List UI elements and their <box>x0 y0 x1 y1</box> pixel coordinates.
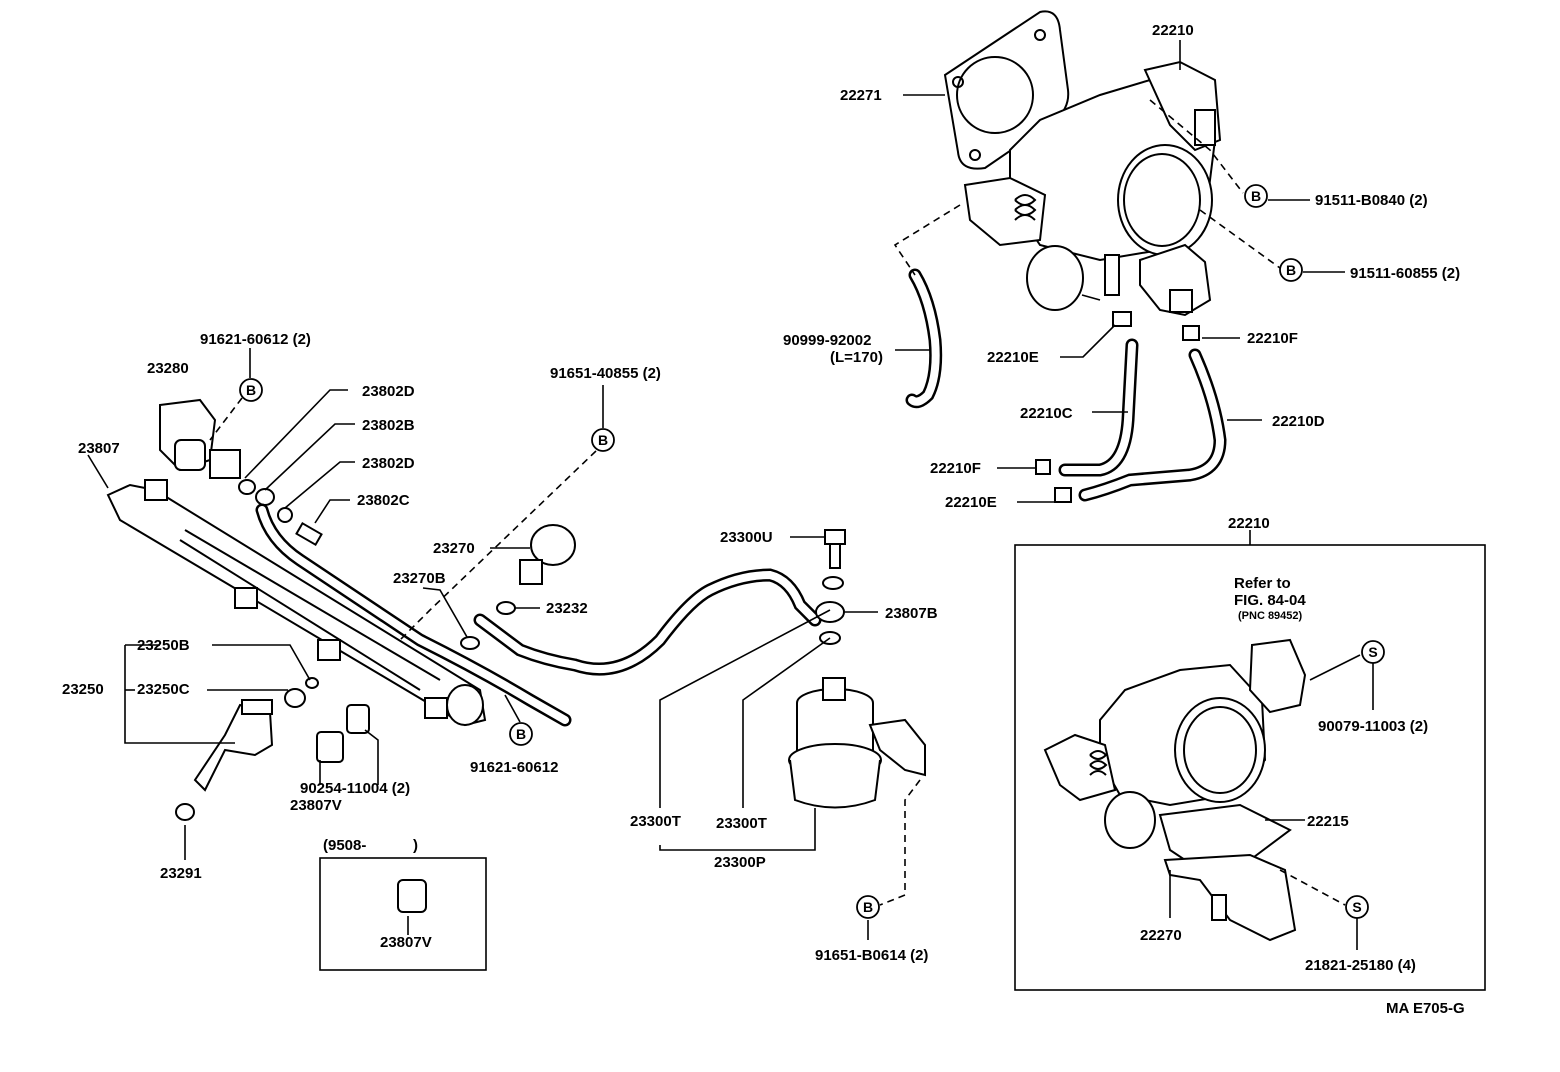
label-22270: 22270 <box>1140 927 1182 944</box>
label-23807b: 23807B <box>885 605 938 622</box>
label-23300t-b: 23300T <box>716 815 767 832</box>
svg-text:S: S <box>1368 644 1377 660</box>
collar-90254 <box>346 704 370 734</box>
label-91651-40855: 91651-40855 (2) <box>550 365 661 382</box>
label-22210e-b: 22210E <box>945 494 997 511</box>
label-22271: 22271 <box>840 87 882 104</box>
label-22210f-b: 22210F <box>930 460 981 477</box>
svg-text:B: B <box>863 899 873 915</box>
injector-23250 <box>193 703 274 792</box>
label-23291: 23291 <box>160 865 202 882</box>
oring-23802d-b <box>277 507 293 523</box>
label-22210-box: 22210 <box>1228 515 1270 532</box>
symbol-b-91511-b0840: B <box>1244 184 1268 208</box>
label-23802d-b: 23802D <box>362 455 415 472</box>
oring-23802b <box>255 488 275 506</box>
oring-23802d-a <box>238 479 256 495</box>
inset-box-9508 <box>319 857 487 971</box>
label-91511-b0840: 91511-B0840 (2) <box>1315 192 1428 209</box>
sensor-body <box>519 559 543 585</box>
label-21821-25180: 21821-25180 (4) <box>1305 957 1416 974</box>
label-23807: 23807 <box>78 440 120 457</box>
symbol-s-21821: S <box>1345 895 1369 919</box>
symbol-s-90079: S <box>1361 640 1385 664</box>
clamp-22210f-bottom <box>1035 459 1051 475</box>
inset-throttle-body <box>1043 638 1307 942</box>
label-22215: 22215 <box>1307 813 1349 830</box>
dashpot <box>1026 245 1084 311</box>
label-23250c: 23250C <box>137 681 190 698</box>
clamp-22210e-top <box>1112 311 1132 327</box>
sensor-23270 <box>530 524 576 566</box>
label-22210c: 22210C <box>1020 405 1073 422</box>
label-23802c: 23802C <box>357 492 410 509</box>
symbol-b-91651-b0614: B <box>856 895 880 919</box>
label-91621-bottom: 91621-60612 <box>470 759 558 776</box>
label-23802b: 23802B <box>362 417 415 434</box>
insulator-23807v <box>316 731 344 763</box>
iac-valve-22270 <box>1163 853 1297 942</box>
refer-line-1: Refer to <box>1234 575 1291 592</box>
bolt-23802c <box>295 521 323 547</box>
label-23270b: 23270B <box>393 570 446 587</box>
label-23300p: 23300P <box>714 854 766 871</box>
label-90999-92002: 90999-92002 <box>783 332 871 349</box>
svg-text:S: S <box>1352 899 1361 915</box>
throttle-bore <box>1117 144 1213 256</box>
label-23250b: 23250B <box>137 637 190 654</box>
label-22210e-a: 22210E <box>987 349 1039 366</box>
svg-text:B: B <box>246 382 256 398</box>
symbol-b-91621-top: B <box>239 378 263 402</box>
insulator-23807v-inset <box>397 879 427 913</box>
leader-lines <box>87 40 1374 950</box>
grommet-23250c <box>284 688 306 708</box>
refer-line-3: (PNC 89452) <box>1238 610 1303 622</box>
label-91651-b0614: 91651-B0614 (2) <box>815 947 928 964</box>
label-90079-11003: 90079-11003 (2) <box>1318 718 1428 735</box>
symbol-b-91511-60855: B <box>1279 258 1303 282</box>
label-22210-top: 22210 <box>1152 22 1194 39</box>
clamp-22210f-top <box>1182 325 1200 341</box>
svg-text:B: B <box>1286 262 1296 278</box>
svg-text:B: B <box>1251 188 1261 204</box>
svg-text:B: B <box>516 726 526 742</box>
label-23250: 23250 <box>62 681 104 698</box>
label-23280: 23280 <box>147 360 189 377</box>
label-22210d: 22210D <box>1272 413 1325 430</box>
label-9508-close: ) <box>413 837 418 854</box>
label-90999-length: (L=170) <box>830 349 883 366</box>
gasket-23232 <box>496 601 516 615</box>
fuel-delivery-pipe <box>106 479 487 727</box>
fuel-filter-23300 <box>788 677 926 809</box>
label-23300u: 23300U <box>720 529 773 546</box>
refer-line-2: FIG. 84-04 <box>1234 592 1306 609</box>
gasket-bore <box>956 56 1034 134</box>
seal-23291 <box>175 803 195 821</box>
label-90254-11004: 90254-11004 (2) <box>300 780 410 797</box>
figure-code: MA E705-G <box>1386 1000 1465 1017</box>
label-9508: (9508- <box>323 837 366 854</box>
eye-23807b <box>815 601 845 623</box>
symbol-b-91621-bottom: B <box>509 722 533 746</box>
label-23807v-b: 23807V <box>380 934 432 951</box>
clamp-22210e-bottom <box>1054 487 1072 503</box>
symbol-b-91651-40855: B <box>591 428 615 452</box>
oring-23250b <box>305 677 319 689</box>
label-23807v-a: 23807V <box>290 797 342 814</box>
svg-text:B: B <box>598 432 608 448</box>
label-23270: 23270 <box>433 540 475 557</box>
label-91621-top: 91621-60612 (2) <box>200 331 311 348</box>
label-22210f-a: 22210F <box>1247 330 1298 347</box>
label-91511-60855: 91511-60855 (2) <box>1350 265 1460 282</box>
label-23232: 23232 <box>546 600 588 617</box>
refer-sensor <box>1248 638 1307 714</box>
part-labels: 22210 22271 91511-B0840 (2) 91511-60855 … <box>62 22 1465 1017</box>
throttle-body-assembly <box>943 10 1222 317</box>
union-bolt-23300u <box>824 529 846 545</box>
label-23802d-a: 23802D <box>362 383 415 400</box>
label-23300t-a: 23300T <box>630 813 681 830</box>
gasket-23270b <box>460 636 480 650</box>
